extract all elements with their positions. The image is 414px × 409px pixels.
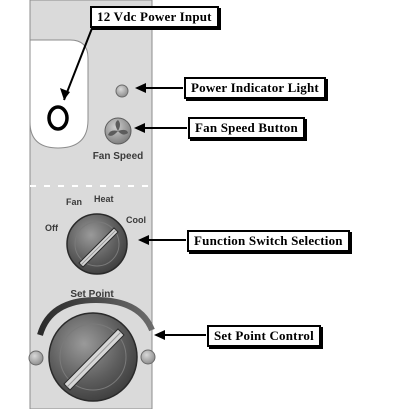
indicator-light-icon	[115, 84, 129, 98]
function-position-fan: Fan	[66, 197, 82, 207]
fan-speed-arrow	[134, 123, 187, 133]
fan-icon	[108, 120, 128, 136]
set-point-knob[interactable]	[48, 312, 138, 402]
set-point-arrow	[154, 330, 206, 340]
function-switch-knob[interactable]	[66, 213, 128, 275]
power-jack-icon	[47, 105, 69, 131]
fan-speed-button[interactable]	[104, 117, 132, 145]
callout-function-switch: Function Switch Selection	[187, 230, 350, 252]
power-indicator-arrow	[135, 83, 183, 93]
callout-fan-speed-button: Fan Speed Button	[188, 117, 305, 139]
set-point-label: Set Point	[70, 289, 114, 300]
function-position-heat: Heat	[94, 194, 114, 204]
function-switch-arrow	[138, 235, 186, 245]
fan-speed-label: Fan Speed	[93, 151, 144, 162]
callout-set-point-control: Set Point Control	[207, 325, 321, 347]
callout-power-input: 12 Vdc Power Input	[90, 6, 219, 28]
function-position-cool: Cool	[126, 215, 146, 225]
set-point-left-light	[28, 350, 44, 366]
set-point-right-light	[140, 349, 156, 365]
function-position-off: Off	[45, 223, 59, 233]
set-point-arc	[37, 296, 155, 336]
callout-power-indicator: Power Indicator Light	[184, 77, 326, 99]
power-input-leader	[60, 17, 97, 101]
